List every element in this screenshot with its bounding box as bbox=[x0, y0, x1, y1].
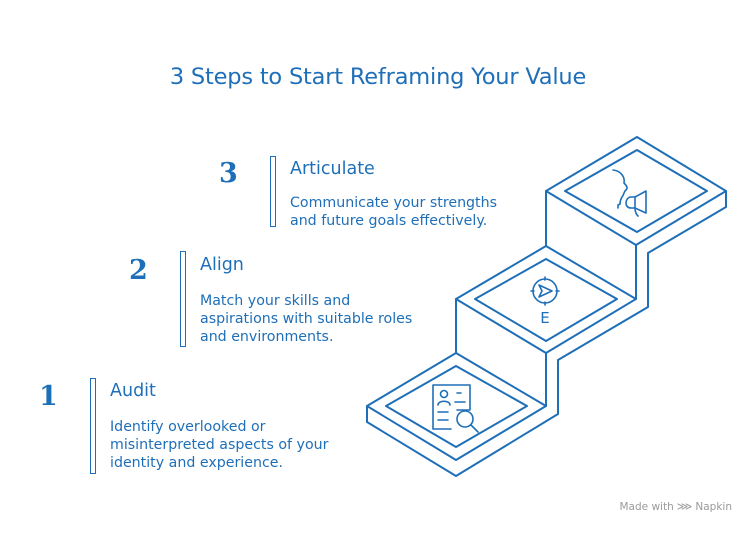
step-bar bbox=[180, 251, 186, 347]
step-number: 1 bbox=[39, 381, 58, 412]
step-description: Match your skills and aspirations with s… bbox=[200, 292, 412, 346]
step-description: Communicate your strengths and future go… bbox=[290, 194, 497, 230]
compass-label: E bbox=[540, 309, 549, 327]
block-side-edge bbox=[557, 190, 727, 415]
footer-credit: Made with ⋙ Napkin bbox=[620, 500, 733, 513]
block-inner-face bbox=[564, 149, 708, 233]
description-line: Communicate your strengths bbox=[290, 195, 498, 211]
step-description: Identify overlooked or misinterpreted as… bbox=[110, 418, 328, 472]
stair-block-2 bbox=[455, 245, 637, 407]
diagram-title: 3 Steps to Start Reframing Your Value bbox=[169, 64, 587, 90]
description-line: and future goals effectively. bbox=[290, 213, 488, 229]
step-bar bbox=[270, 156, 276, 227]
step-heading: Audit bbox=[110, 381, 156, 401]
profile-search-icon bbox=[432, 384, 479, 433]
step-heading: Articulate bbox=[290, 159, 375, 179]
block-inner-face bbox=[474, 258, 618, 342]
step-number: 3 bbox=[219, 158, 238, 189]
made-with-label: Made with bbox=[619, 500, 674, 513]
block-inner-face bbox=[385, 365, 528, 448]
step-bar bbox=[90, 378, 96, 474]
block-side-edge bbox=[366, 405, 559, 477]
block-top-face bbox=[545, 136, 727, 246]
description-line: aspirations with suitable roles bbox=[200, 311, 413, 327]
description-line: Match your skills and bbox=[200, 293, 351, 309]
speaking-megaphone-icon bbox=[612, 169, 647, 217]
compass-icon bbox=[530, 276, 560, 306]
block-top-face bbox=[366, 352, 547, 461]
block-top-face bbox=[455, 245, 637, 354]
description-line: identity and experience. bbox=[110, 455, 283, 471]
napkin-logo-icon: ⋙ bbox=[676, 500, 693, 513]
step-number: 2 bbox=[129, 255, 148, 286]
step-heading: Align bbox=[200, 255, 244, 275]
description-line: misinterpreted aspects of your bbox=[110, 437, 329, 453]
brand-name: Napkin bbox=[695, 500, 732, 513]
stair-block-3 bbox=[545, 136, 727, 415]
stair-block-1 bbox=[366, 352, 559, 477]
description-line: and environments. bbox=[200, 329, 334, 345]
description-line: Identify overlooked or bbox=[110, 419, 266, 435]
